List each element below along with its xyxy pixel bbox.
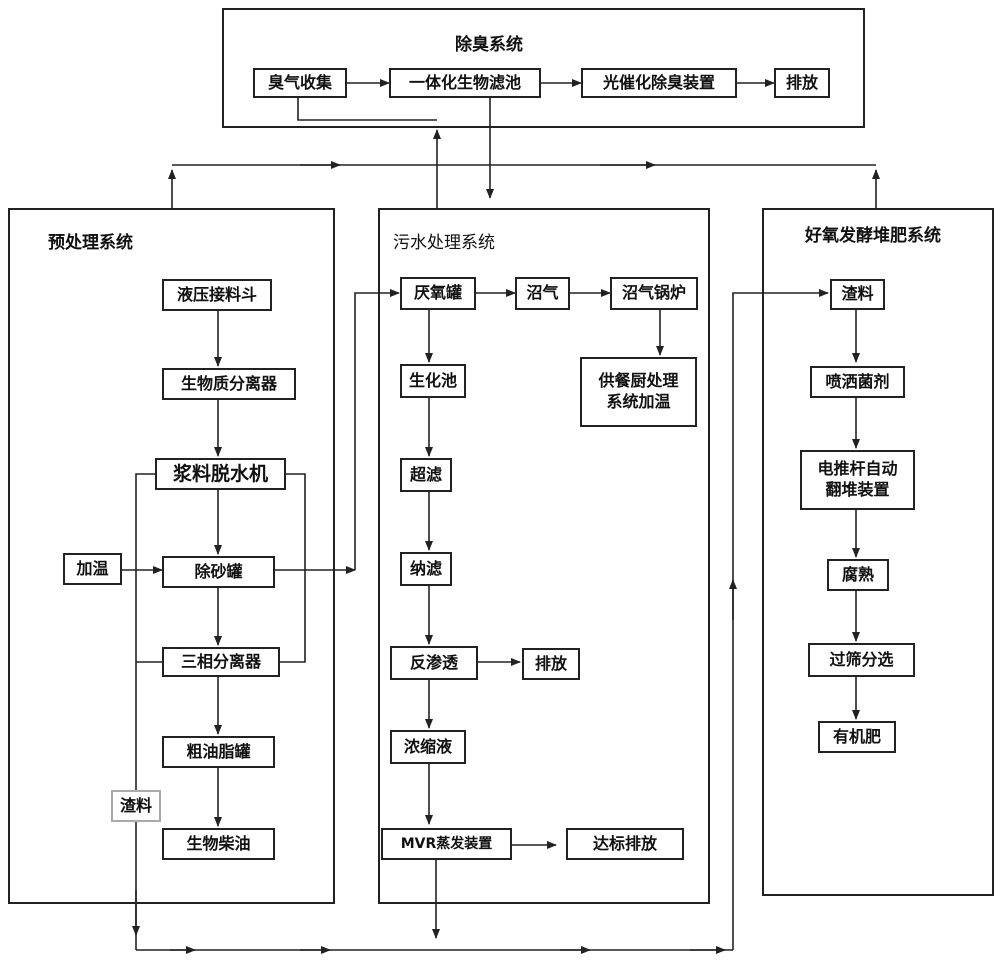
- sewage-system-title: 污水处理系统: [393, 233, 495, 253]
- box-photocatalytic-deodorizer: 光催化除臭装置: [581, 68, 737, 98]
- box-biochemical-pool: 生化池: [400, 364, 466, 398]
- box-heating: 加温: [63, 553, 122, 585]
- box-biodiesel: 生物柴油: [162, 828, 275, 860]
- box-hydraulic-hopper: 液压接料斗: [162, 279, 272, 311]
- box-maturation: 腐熟: [827, 559, 889, 591]
- compost-system-panel: [762, 208, 994, 896]
- pretreat-system-title: 预处理系统: [48, 233, 133, 253]
- box-kitchen-system-heating: 供餐厨处理 系统加温: [580, 357, 697, 427]
- box-biogas: 沼气: [515, 277, 570, 310]
- box-auto-turner: 电推杆自动 翻堆装置: [800, 450, 915, 510]
- pretreat-system-panel: [8, 208, 335, 904]
- compost-system-title: 好氧发酵堆肥系统: [805, 226, 941, 246]
- box-organic-fertilizer: 有机肥: [818, 721, 896, 753]
- box-crude-grease-tank: 粗油脂罐: [162, 736, 275, 768]
- box-screening: 过筛分选: [808, 643, 915, 677]
- sewage-system-panel: [378, 208, 710, 904]
- box-ultrafiltration: 超滤: [400, 458, 452, 492]
- box-mvr-evaporator: MVR蒸发装置: [381, 828, 512, 860]
- line-collect-route: [297, 97, 437, 121]
- box-ro-discharge: 排放: [522, 648, 580, 680]
- box-odor-collection: 臭气收集: [253, 68, 347, 98]
- box-compost-residue: 渣料: [830, 279, 885, 310]
- box-desanding-tank: 除砂罐: [162, 556, 275, 588]
- box-reverse-osmosis: 反渗透: [390, 646, 478, 680]
- deodor-system-title: 除臭系统: [455, 35, 523, 55]
- box-biogas-boiler: 沼气锅炉: [610, 277, 698, 310]
- box-anaerobic-tank: 厌氧罐: [400, 277, 476, 310]
- deodor-system-panel: [222, 8, 865, 128]
- line-dewater-right-bypass: [280, 473, 306, 663]
- box-three-phase-separator: 三相分离器: [162, 647, 280, 677]
- box-standard-discharge: 达标排放: [566, 828, 684, 860]
- box-pretreat-residue: 渣料: [111, 790, 161, 822]
- arrow-to-compost-residue: [732, 289, 829, 950]
- box-integrated-biofilter: 一体化生物滤池: [389, 68, 541, 98]
- box-nanofiltration: 纳滤: [400, 552, 452, 586]
- arrow-to-anaerobic: [354, 289, 400, 570]
- box-biomass-separator: 生物质分离器: [162, 368, 296, 400]
- box-concentrate: 浓缩液: [390, 730, 466, 764]
- box-slurry-dewatering: 浆料脱水机: [155, 458, 286, 490]
- box-deodor-discharge: 排放: [774, 68, 830, 98]
- box-spray-inoculant: 喷洒菌剂: [810, 366, 905, 398]
